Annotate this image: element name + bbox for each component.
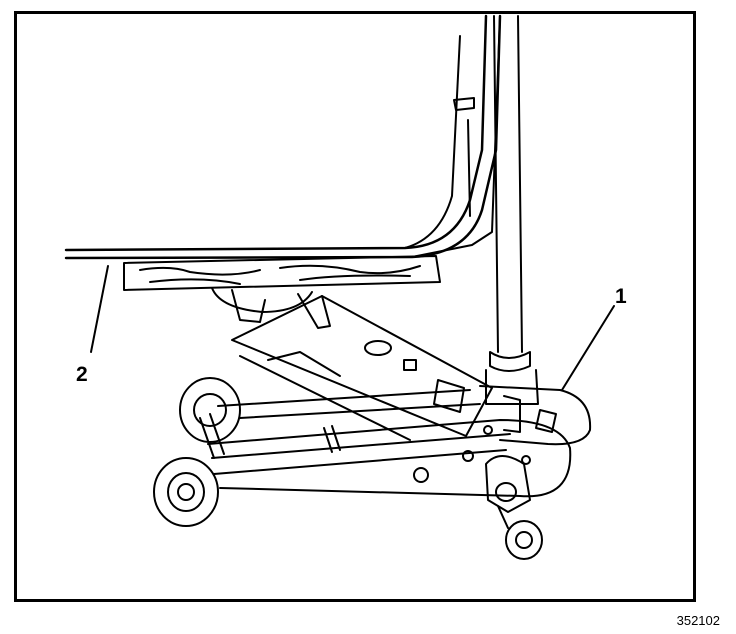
callout-label-2: 2 [76, 363, 88, 386]
rear-wheel-left [153, 457, 219, 527]
callout-label-1: 1 [615, 285, 627, 308]
rear-wheel-right [179, 377, 241, 443]
front-caster-wheel [485, 455, 543, 560]
callout-2-leader [90, 265, 109, 353]
figure-number: 352102 [676, 613, 720, 628]
jack-saddle [211, 287, 331, 329]
figure-border [14, 11, 696, 602]
jack-handle [485, 15, 539, 405]
wood-block [123, 255, 441, 291]
jack-lift-arm [231, 295, 493, 441]
vehicle-body [64, 14, 502, 260]
jack-frame [207, 385, 592, 498]
callout-1-leader [561, 305, 615, 391]
